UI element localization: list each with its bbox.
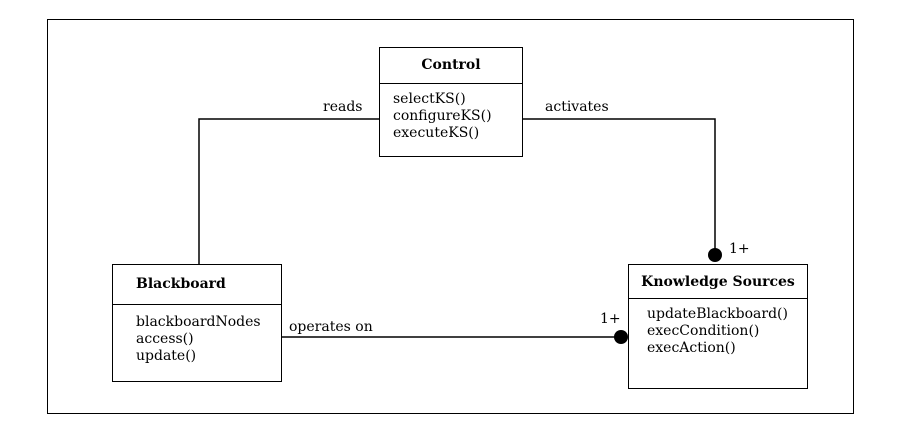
control-member-executeks: executeKS() bbox=[393, 125, 480, 141]
blackboard-class-members: blackboardNodes access() update() bbox=[113, 305, 281, 365]
activates-label: activates bbox=[545, 99, 609, 115]
operates-on-label: operates on bbox=[289, 319, 373, 335]
blackboard-member-access: access() bbox=[136, 331, 194, 347]
activates-connector bbox=[523, 118, 716, 252]
control-class-name: Control bbox=[380, 48, 522, 84]
knowledge-member-execcondition: execCondition() bbox=[647, 323, 760, 339]
blackboard-member-update: update() bbox=[136, 348, 197, 364]
blackboard-class-name: Blackboard bbox=[113, 265, 281, 305]
operates-on-multiplicity: 1+ bbox=[600, 311, 621, 327]
diagram-frame bbox=[47, 19, 854, 414]
knowledge-member-execaction: execAction() bbox=[647, 340, 736, 356]
knowledge-sources-class-members: updateBlackboard() execCondition() execA… bbox=[629, 299, 807, 357]
blackboard-class-box: Blackboard blackboardNodes access() upda… bbox=[112, 264, 282, 382]
operates-on-multiplicity-dot bbox=[614, 330, 628, 344]
control-member-configureks: configureKS() bbox=[393, 108, 492, 124]
activates-multiplicity-dot bbox=[708, 248, 722, 262]
activates-multiplicity: 1+ bbox=[729, 241, 750, 257]
blackboard-member-nodes: blackboardNodes bbox=[136, 314, 261, 330]
control-member-selectks: selectKS() bbox=[393, 91, 466, 107]
control-class-box: Control selectKS() configureKS() execute… bbox=[379, 47, 523, 157]
knowledge-sources-class-box: Knowledge Sources updateBlackboard() exe… bbox=[628, 264, 808, 389]
knowledge-member-updateblackboard: updateBlackboard() bbox=[647, 306, 788, 322]
reads-connector bbox=[198, 118, 379, 264]
knowledge-sources-class-name: Knowledge Sources bbox=[629, 265, 807, 299]
reads-label: reads bbox=[323, 99, 363, 115]
control-class-members: selectKS() configureKS() executeKS() bbox=[380, 84, 522, 142]
